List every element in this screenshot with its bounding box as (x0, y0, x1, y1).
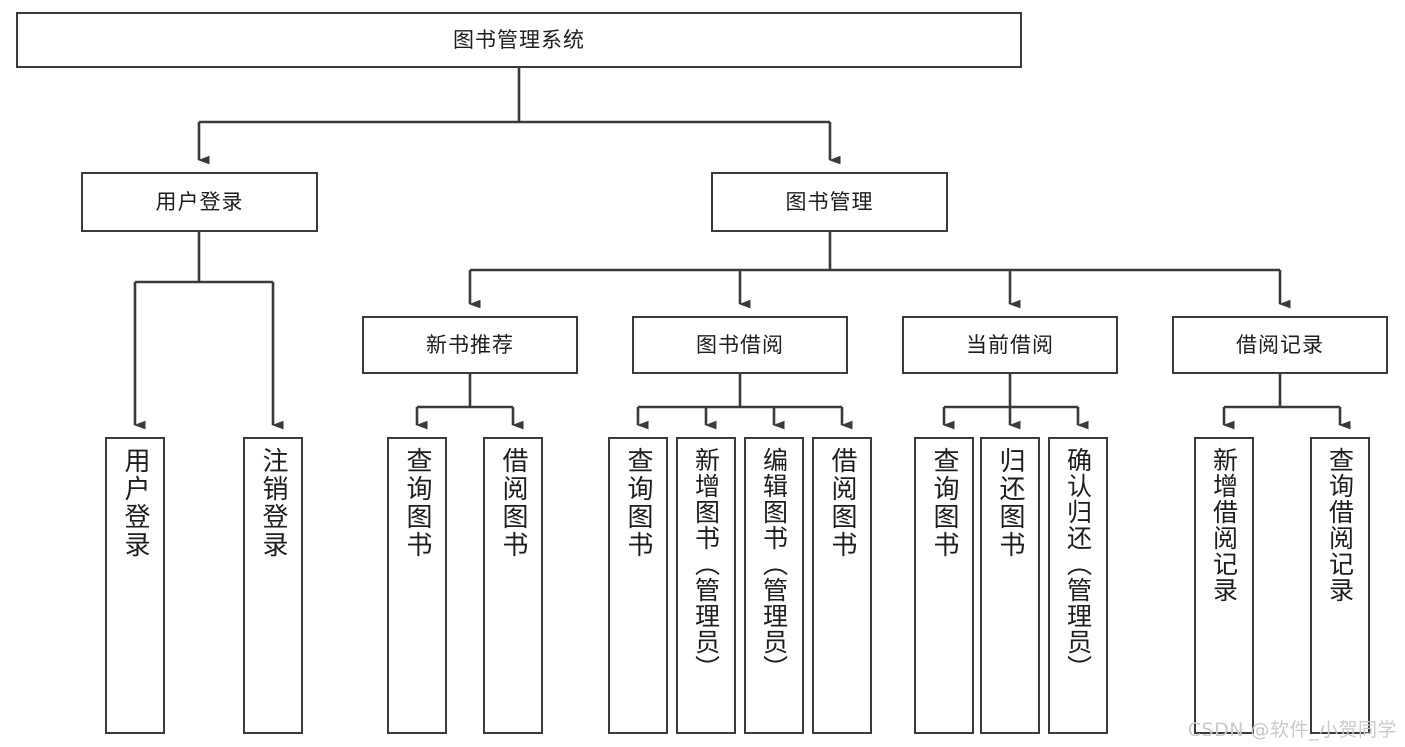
leaf-borrow-query-book[interactable]: 查询图书 (608, 437, 668, 734)
node-label: 图书管理 (785, 189, 874, 214)
node-user-login[interactable]: 用户登录 (81, 172, 318, 232)
node-borrow-record[interactable]: 借阅记录 (1172, 316, 1388, 374)
leaf-recommend-query-book[interactable]: 查询图书 (387, 437, 447, 734)
node-new-book-recommend[interactable]: 新书推荐 (362, 316, 578, 374)
node-label: 图书借阅 (696, 332, 784, 357)
node-label: 用户登录 (155, 189, 244, 214)
node-label: 查询图书 (623, 447, 653, 559)
node-label: 借阅图书 (498, 447, 528, 559)
node-label: 图书管理系统 (453, 27, 585, 52)
leaf-recommend-borrow-book[interactable]: 借阅图书 (483, 437, 543, 734)
leaf-record-add-borrow-record[interactable]: 新增借阅记录 (1194, 437, 1254, 734)
leaf-borrow-borrow-book[interactable]: 借阅图书 (812, 437, 872, 734)
leaf-user-login-signin[interactable]: 用户登录 (105, 437, 165, 734)
node-current-borrow[interactable]: 当前借阅 (902, 316, 1118, 374)
leaf-current-confirm-return-admin[interactable]: 确认归还（管理员） (1048, 437, 1108, 734)
node-label: 新书推荐 (426, 332, 514, 357)
leaf-current-return-book[interactable]: 归还图书 (980, 437, 1040, 734)
node-label: 查询图书 (402, 447, 432, 559)
node-label: 当前借阅 (966, 332, 1054, 357)
node-book-borrow[interactable]: 图书借阅 (632, 316, 848, 374)
node-label: 归还图书 (995, 447, 1025, 559)
leaf-record-query-borrow-record[interactable]: 查询借阅记录 (1310, 437, 1370, 734)
node-root-book-management-system[interactable]: 图书管理系统 (16, 12, 1022, 68)
node-label: 借阅记录 (1236, 332, 1324, 357)
node-book-management[interactable]: 图书管理 (711, 172, 948, 232)
node-label: 用户登录 (120, 447, 150, 559)
leaf-borrow-edit-book-admin[interactable]: 编辑图书（管理员） (744, 437, 804, 734)
node-label: 查询借阅记录 (1325, 447, 1355, 603)
node-label: 新增借阅记录 (1209, 447, 1239, 603)
node-label: 借阅图书 (827, 447, 857, 559)
leaf-borrow-add-book-admin[interactable]: 新增图书（管理员） (676, 437, 736, 734)
node-label: 编辑图书（管理员） (759, 447, 789, 681)
node-label: 注销登录 (258, 447, 288, 559)
leaf-user-login-signout[interactable]: 注销登录 (243, 437, 303, 734)
leaf-current-query-book[interactable]: 查询图书 (914, 437, 974, 734)
node-label: 查询图书 (929, 447, 959, 559)
node-label: 新增图书（管理员） (691, 447, 721, 681)
node-label: 确认归还（管理员） (1063, 447, 1093, 681)
